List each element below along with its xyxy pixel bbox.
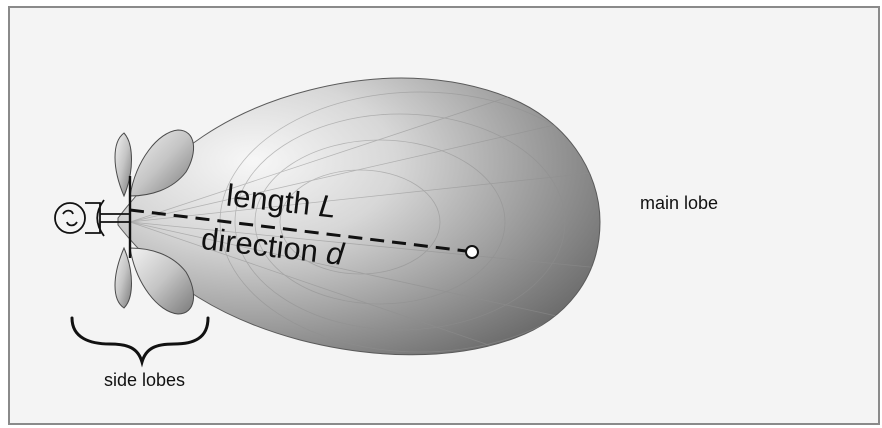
side-lobes-upper bbox=[114, 129, 194, 198]
endpoint-marker-icon bbox=[465, 245, 479, 259]
direction-vector-line bbox=[129, 208, 467, 253]
length-symbol: L bbox=[317, 188, 338, 225]
side-lobes-label: side lobes bbox=[104, 370, 185, 390]
speaker-source-icon bbox=[54, 176, 132, 258]
direction-symbol: d bbox=[325, 235, 348, 272]
main-lobe-label: main lobe bbox=[640, 193, 718, 213]
side-lobes-lower bbox=[114, 246, 194, 315]
side-lobes-brace bbox=[70, 316, 210, 368]
